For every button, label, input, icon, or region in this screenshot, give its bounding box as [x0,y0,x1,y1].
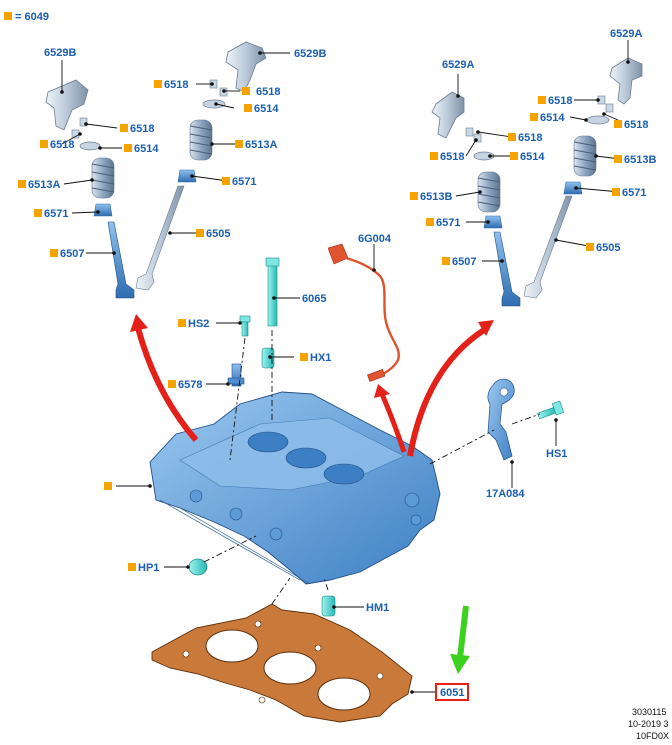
valve-seal-6571-right-grp-b [563,181,583,195]
callout-6518-4: 6518 [50,139,74,151]
callout-6513b-left: 6513B [420,191,452,203]
callout-6507-right: 6507 [452,256,476,268]
footer-reference: 3030115 10-2019 3 10FD0X [628,707,669,741]
callout-6507-left: 6507 [60,248,84,260]
footer-line-1: 3030115 [632,707,666,717]
callout-6514-3: 6514 [540,112,565,124]
stud-hs2 [239,315,251,337]
callout-6571-2: 6571 [44,208,68,220]
red-arrow-left [130,314,199,442]
green-arrow [450,605,470,674]
callout-6514-2: 6514 [134,143,159,155]
cylinder-head [149,391,441,585]
callout-hx1: HX1 [310,352,331,364]
red-arrow-right [407,320,494,457]
valve-spring-6513a-right [189,119,213,161]
callout-6g004: 6G004 [358,233,392,245]
callout-6518-2: 6518 [256,86,280,98]
callout-6513a-left: 6513A [28,179,60,191]
footer-line-3: 10FD0X [636,731,669,741]
center-line-stud [229,337,246,461]
valve-6507-left [107,221,135,299]
keeper-6518-right-grp-d [605,103,614,113]
leader-lines [61,40,629,693]
center-line-hp1 [203,535,257,563]
rocker-arm-6529a-left [431,91,465,139]
callout-6065: 6065 [302,293,326,305]
center-line-gasket [271,577,291,605]
callout-hp1: HP1 [138,562,159,574]
head-gasket-6051 [151,603,413,723]
keeper-6518-right-grp-b [473,133,482,143]
footer-line-2: 10-2019 3 [628,719,669,729]
rocker-arm-6529b-left [45,79,89,131]
valve-spring-6513b-right [573,135,597,177]
temperature-sensor-6g004 [327,243,400,382]
keeper-6518-left-a [79,117,88,127]
leader-dots [60,51,630,694]
valve-spring-6513b-left [477,171,501,213]
valve-6507-right [493,231,521,307]
legend-text: = 6049 [15,11,49,23]
callout-6514-1: 6514 [254,103,279,115]
valve-seal-6571-right [177,169,197,183]
callout-hs1: HS1 [546,448,567,460]
callout-6529a-right: 6529A [610,28,642,40]
callout-6571-1: 6571 [232,176,256,188]
valve-seal-6571-right-grp-a [483,215,503,229]
callout-6518-7: 6518 [518,132,542,144]
cylinder-head-bolt-6065 [267,261,278,327]
valve-6505-left [135,185,185,291]
red-arrow-middle [374,384,407,453]
callout-6051: 6051 [440,687,464,699]
callout-6518-1: 6518 [164,79,188,91]
retainer-6514-right-grp-b [586,115,610,125]
callout-17a084: 17A084 [486,488,525,500]
callout-6571-4: 6571 [436,217,460,229]
retainer-6514-right [202,99,226,109]
callout-6051-box [435,683,469,701]
callout-6529b-left: 6529B [44,47,76,59]
callout-6578: 6578 [178,379,202,391]
callout-6513b-right: 6513B [624,154,656,166]
legend-marker [4,12,12,20]
legend: = 6049 [4,11,49,23]
valve-seal-6571-left [93,203,113,217]
keeper-6518-right-grp-a [465,127,474,137]
bolt-hs1 [537,400,565,420]
callout-labels: 6529B 6529B 6518 6518 6514 6513A 6571 65… [18,28,656,701]
callout-6505-right: 6505 [596,242,620,254]
right-valvetrain-group [431,57,643,307]
callout-hs2: HS2 [188,318,209,330]
callout-6529b-right: 6529B [294,48,326,60]
valve-6505-right [523,195,573,299]
bracket-hole [499,387,509,397]
callout-6505-left: 6505 [206,228,230,240]
dowel-6578 [227,363,245,387]
valve-spring-6513a-left [91,157,115,199]
rocker-arm-6529a-right [609,57,643,105]
retainer-6514-left [79,141,101,151]
callout-6518-3: 6518 [130,123,154,135]
callout-6518-5: 6518 [548,95,572,107]
callout-hm1: HM1 [366,602,389,614]
lifting-bracket-17a084 [487,378,515,461]
left-valvetrain-group [45,41,267,299]
rocker-arm-6529b-right [225,41,267,93]
callout-6518-8: 6518 [440,151,464,163]
bolt-6065-head [265,257,280,267]
callout-6529a-left: 6529A [442,59,474,71]
center-line-bracket [429,413,541,465]
callout-6514-4: 6514 [520,151,545,163]
callout-6518-6: 6518 [624,119,648,131]
center-line-hm1 [323,577,329,591]
plug-hx1 [261,347,275,369]
callout-6571-3: 6571 [622,187,646,199]
callout-6513a-right: 6513A [245,139,277,151]
